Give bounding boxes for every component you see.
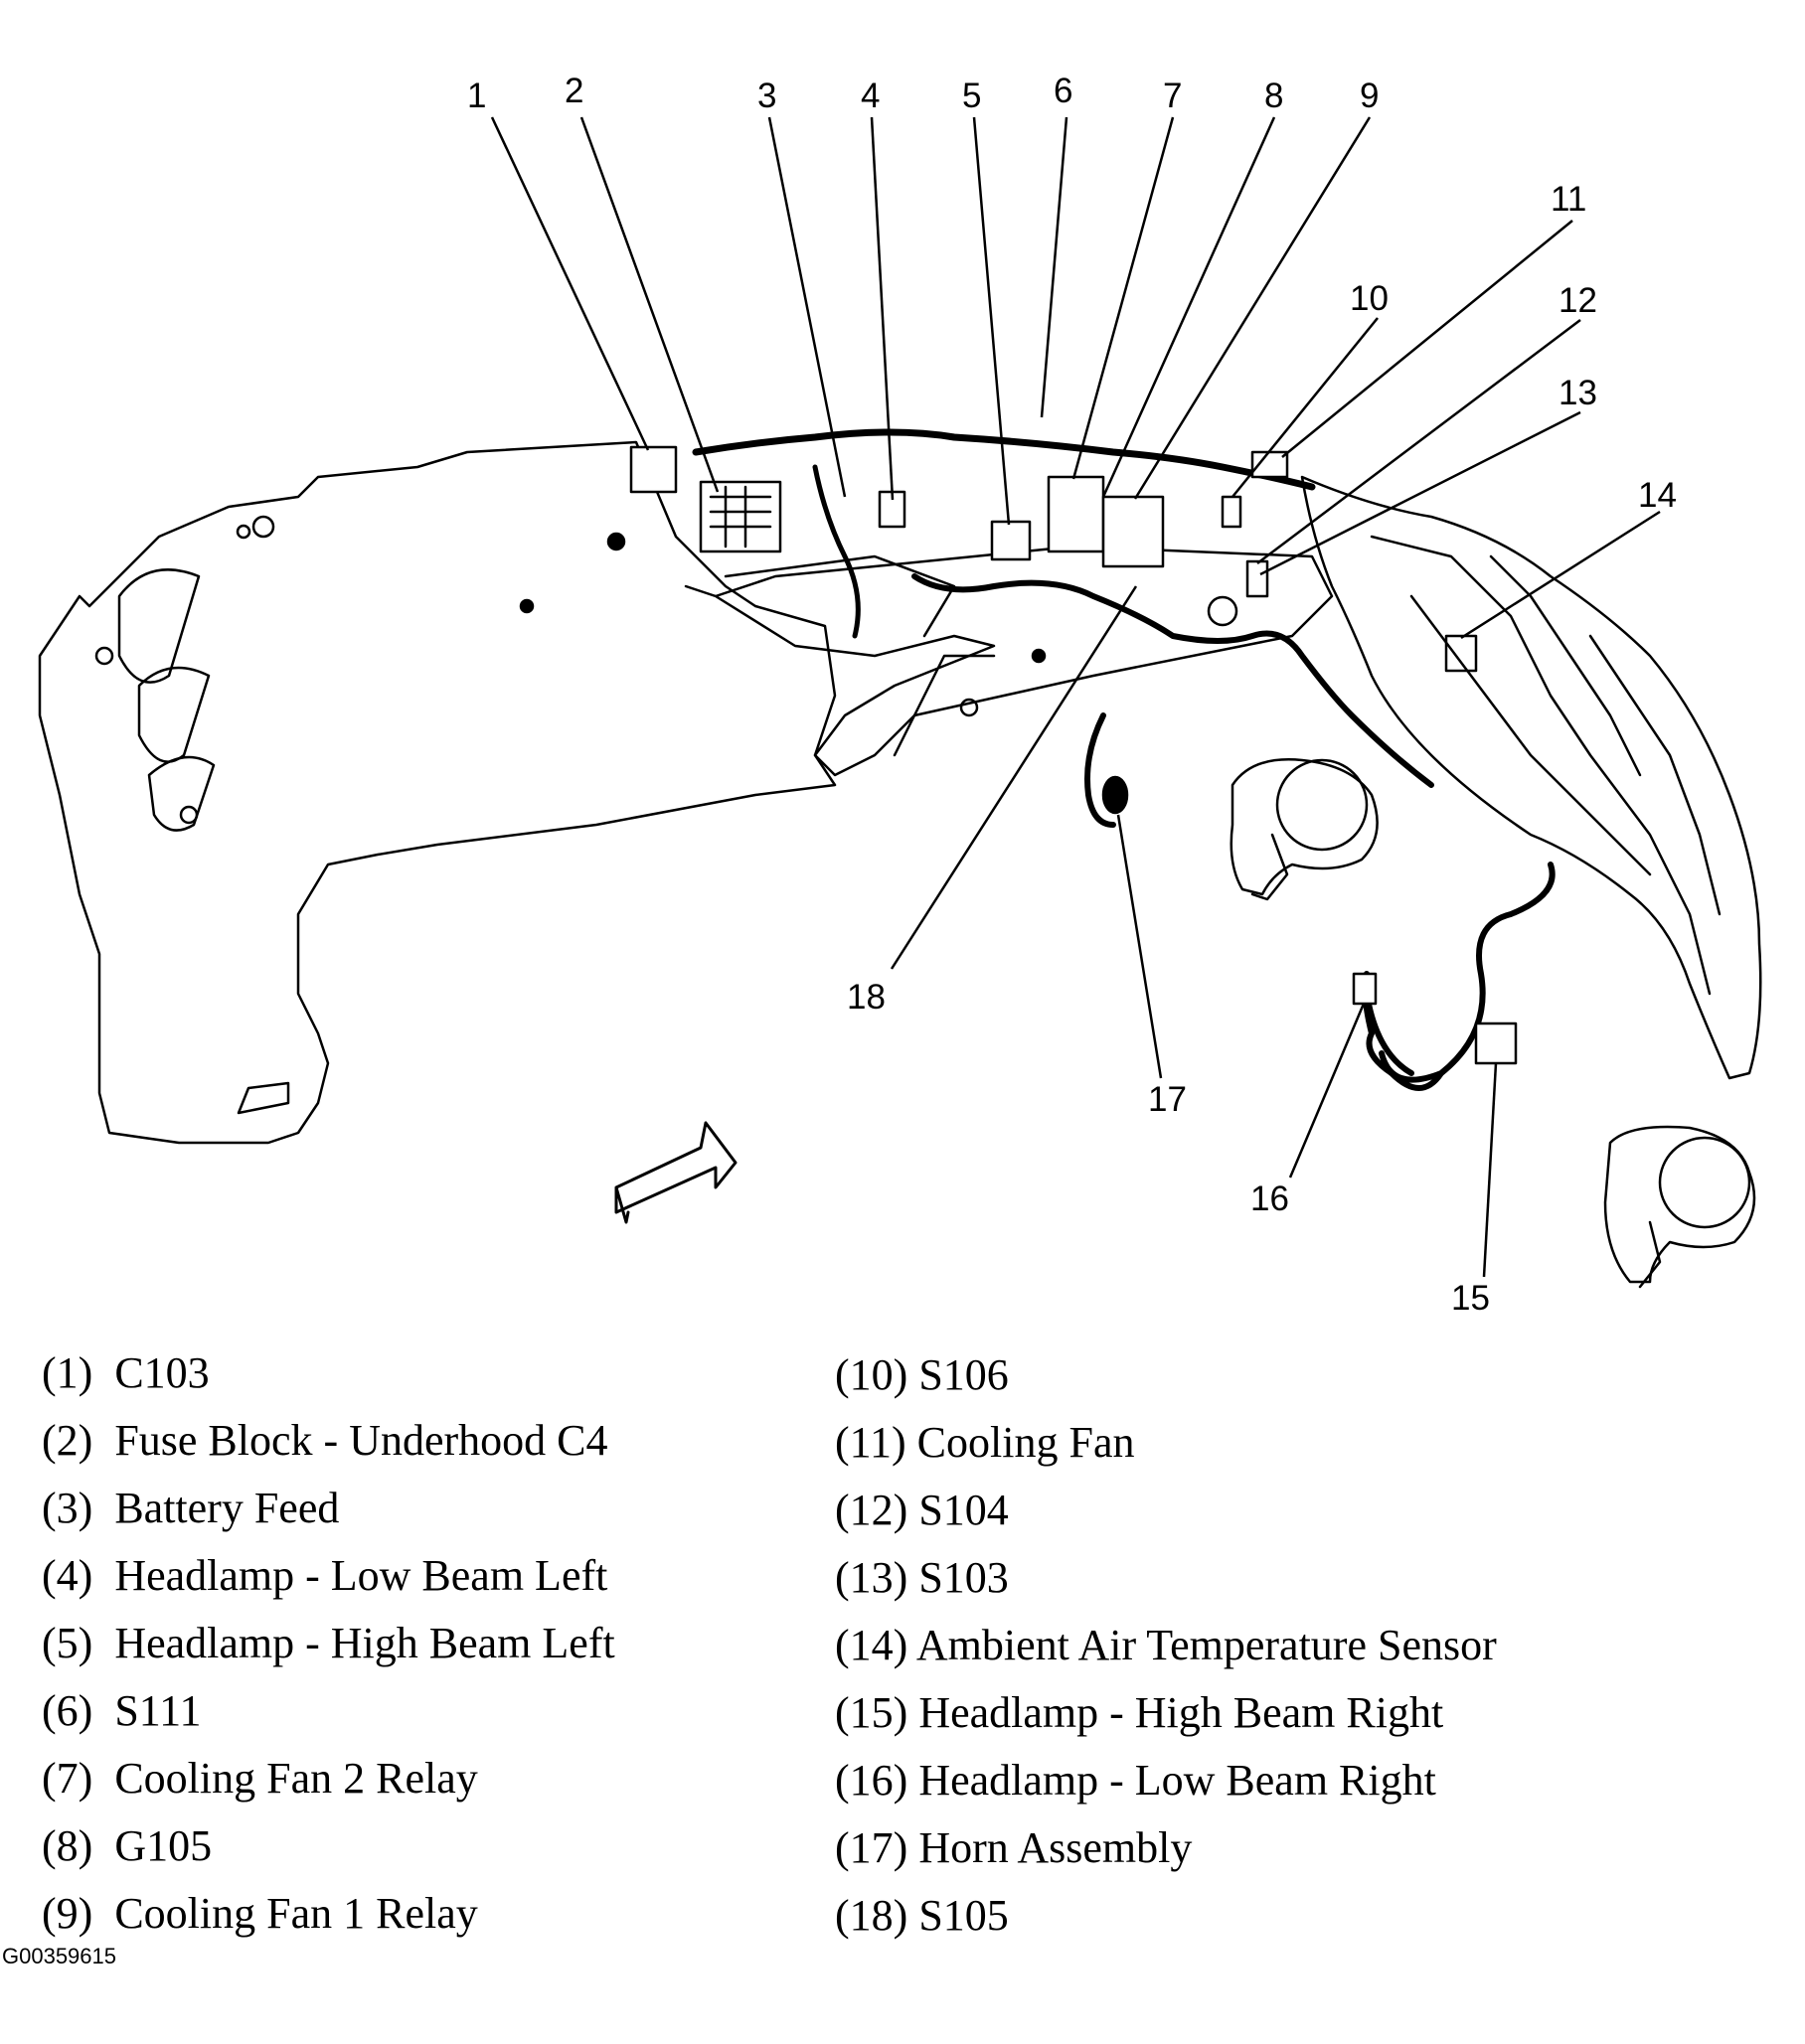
callout-1: 1 — [467, 77, 486, 115]
main-harness — [692, 428, 1316, 491]
legend-left-column: (1) C103 (2) Fuse Block - Underhood C4 (… — [42, 1339, 615, 1948]
callout-6: 6 — [1054, 72, 1072, 110]
tie-bar — [684, 545, 1334, 777]
legend-item-2: (2) Fuse Block - Underhood C4 — [42, 1416, 608, 1465]
legend-item-8: (8) G105 — [42, 1821, 213, 1870]
legend-item-11: (11) Cooling Fan — [835, 1418, 1135, 1467]
battery-feed-cable — [812, 464, 861, 639]
legend-item-9: (9) Cooling Fan 1 Relay — [42, 1889, 478, 1938]
legend-item-3: (3) Battery Feed — [42, 1484, 340, 1532]
fender-panel — [38, 440, 837, 1145]
fuse-block — [699, 480, 782, 553]
legend-item-7: (7) Cooling Fan 2 Relay — [42, 1754, 478, 1803]
callout-16: 16 — [1250, 1179, 1289, 1218]
callout-10: 10 — [1350, 279, 1389, 318]
low-beam-right-connector — [1352, 972, 1378, 1006]
legend-item-5: (5) Headlamp - High Beam Left — [42, 1619, 615, 1667]
left-lamp-housing — [1230, 758, 1379, 901]
cooling-fan-2-relay — [1047, 475, 1105, 553]
legend-item-16: (16) Headlamp - Low Beam Right — [835, 1756, 1436, 1805]
callout-18: 18 — [847, 978, 886, 1017]
legend-item-4: (4) Headlamp - Low Beam Left — [42, 1551, 608, 1600]
legend-item-10: (10) S106 — [835, 1350, 1009, 1399]
legend-item-14: (14) Ambient Air Temperature Sensor — [835, 1621, 1497, 1669]
s106-splice — [1221, 495, 1242, 529]
callout-5: 5 — [962, 77, 981, 115]
harness-branch-horn — [1084, 712, 1116, 828]
callout-3: 3 — [757, 77, 776, 115]
callout-12: 12 — [1559, 281, 1597, 320]
front-direction-arrow — [614, 1121, 738, 1224]
s104-splice — [1245, 559, 1269, 598]
callout-14: 14 — [1638, 476, 1677, 515]
legend-right-column: (10) S106 (11) Cooling Fan (12) S104 (13… — [835, 1341, 1497, 1950]
legend-item-12: (12) S104 — [835, 1486, 1009, 1534]
ambient-temp-sensor — [1444, 634, 1478, 673]
callout-9: 9 — [1360, 77, 1379, 115]
c103-connector — [629, 445, 678, 494]
legend-item-13: (13) S103 — [835, 1553, 1009, 1602]
callout-17: 17 — [1148, 1080, 1187, 1119]
callout-11: 11 — [1551, 180, 1586, 219]
panel-oval-1 — [117, 568, 201, 684]
callout-13: 13 — [1559, 374, 1597, 412]
high-beam-right-connector — [1474, 1022, 1518, 1065]
high-beam-left-connector — [990, 520, 1032, 561]
leader-lines — [490, 116, 1661, 1278]
horn-assembly — [1101, 775, 1129, 815]
legend-item-17: (17) Horn Assembly — [835, 1823, 1193, 1872]
legend-item-6: (6) S111 — [42, 1686, 202, 1735]
callout-8: 8 — [1264, 77, 1283, 115]
callout-7: 7 — [1163, 77, 1182, 115]
right-lamp-housing — [1603, 1125, 1756, 1289]
figure-id: G00359615 — [2, 1944, 116, 1968]
callout-15: 15 — [1451, 1279, 1490, 1318]
legend-item-1: (1) C103 — [42, 1348, 210, 1397]
panel-oval-3 — [147, 755, 216, 832]
callout-2: 2 — [565, 72, 583, 110]
cooling-fan-1-relay — [1101, 495, 1165, 568]
fan-shroud — [1300, 475, 1762, 1080]
wiring-harness-illustration: 1 2 3 4 5 6 7 8 9 10 11 12 13 14 15 16 1… — [38, 72, 1762, 1318]
legend-item-18: (18) S105 — [835, 1891, 1009, 1940]
panel-oval-2 — [137, 666, 211, 763]
harness-branch-relays — [911, 573, 1434, 788]
legend-item-15: (15) Headlamp - High Beam Right — [835, 1688, 1444, 1737]
callout-labels: 1 2 3 4 5 6 7 8 9 10 11 12 13 14 15 16 1… — [467, 72, 1677, 1318]
callout-4: 4 — [861, 77, 880, 115]
